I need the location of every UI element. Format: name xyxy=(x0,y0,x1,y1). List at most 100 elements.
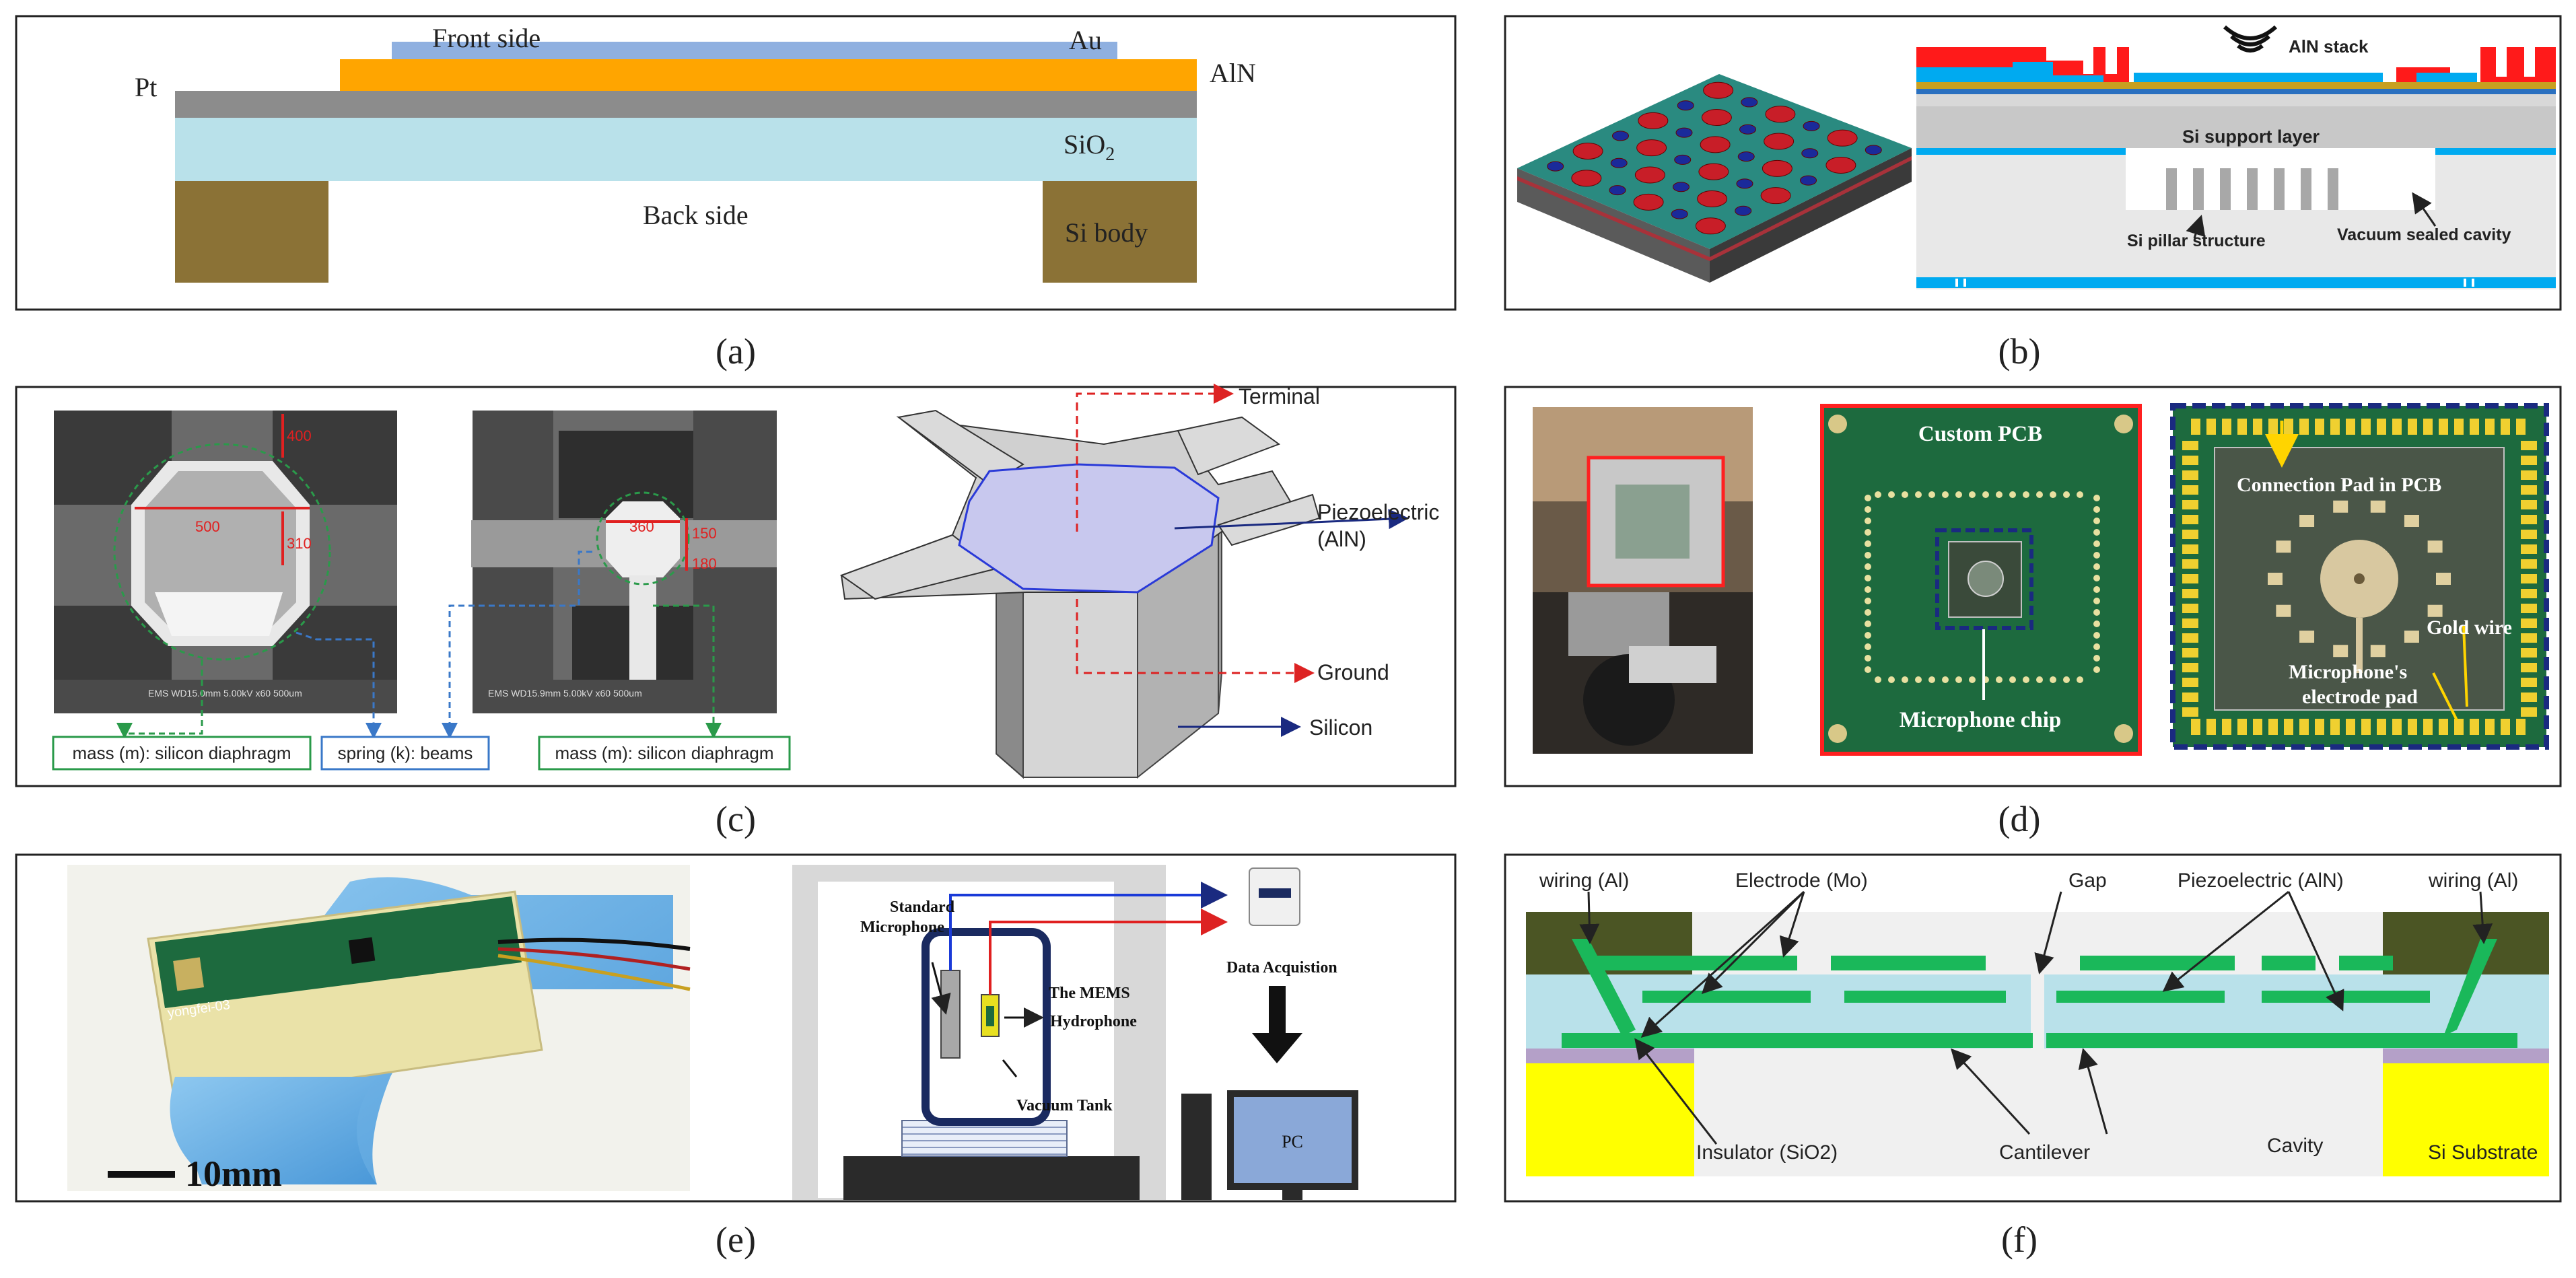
chip-pad-red xyxy=(1700,136,1731,153)
gold-pad-ring xyxy=(2182,419,2537,735)
scale-bar xyxy=(108,1171,175,1178)
chip-pad-blue xyxy=(1739,124,1757,135)
pcb-pad xyxy=(1888,491,1895,498)
gold-pad xyxy=(2191,719,2200,735)
gold-pad xyxy=(2521,618,2537,628)
gold-pad xyxy=(2521,693,2537,702)
gold-pad xyxy=(2222,419,2231,435)
pcb-pad xyxy=(1865,506,1871,513)
dim-400: 400 xyxy=(287,427,312,444)
model-leaders xyxy=(1076,384,1409,737)
chip-pad-blue xyxy=(1735,205,1752,216)
gold-pad xyxy=(2470,719,2479,735)
si-support-layer-label: Si support layer xyxy=(2182,127,2320,147)
si-substrate-right xyxy=(2383,1063,2549,1176)
chip-pad-red xyxy=(1827,129,1858,147)
pcb-pad xyxy=(1865,632,1871,639)
pcb-pad-ring xyxy=(1865,491,2100,683)
electrode-pad xyxy=(2276,604,2291,617)
chip-pad-red xyxy=(1638,112,1669,129)
pcb-pad xyxy=(2093,666,2100,673)
pcb-pad xyxy=(1942,676,1949,683)
gap-label: Gap xyxy=(2068,869,2107,892)
test-setup-diagram: Standard Microphone The MEMS Hydrophone … xyxy=(792,865,1358,1200)
gold-pad xyxy=(2268,719,2278,735)
si-substrate-label: Si Substrate xyxy=(2428,1141,2538,1164)
gold-pad xyxy=(2182,515,2198,524)
pcb-pad xyxy=(1865,552,1871,559)
chip-pad-red xyxy=(1571,170,1602,187)
chip-pad-blue xyxy=(1672,182,1690,192)
chip-element-array xyxy=(1547,81,1882,235)
chip-pad-blue xyxy=(1675,127,1693,138)
pcb-pad xyxy=(2093,518,2100,524)
spring-label-box xyxy=(320,736,490,771)
gold-wire-label: Gold wire xyxy=(2427,616,2512,639)
pcb-pad xyxy=(1955,676,1962,683)
gold-pad xyxy=(2521,544,2537,554)
gold-pad xyxy=(2182,604,2198,613)
gold-pad xyxy=(2377,419,2386,435)
chip-pad-red xyxy=(1695,217,1726,235)
gold-pad xyxy=(2253,419,2262,435)
gold-pad xyxy=(2361,719,2371,735)
chip-pad-red xyxy=(1760,187,1791,205)
gold-pad xyxy=(2501,419,2510,435)
gold-pad xyxy=(2182,500,2198,509)
gold-pad xyxy=(2516,419,2526,435)
panel-d: Custom PCB Microphone chip Connection Pa… xyxy=(1504,386,2562,787)
scale-label: 10mm xyxy=(185,1153,282,1194)
gold-pad xyxy=(2182,589,2198,598)
pcb-pad xyxy=(2009,491,2016,498)
caption-d: (d) xyxy=(1998,799,2041,839)
pcb-pad xyxy=(2093,620,2100,627)
gold-pad xyxy=(2346,719,2355,735)
chip-pad-red xyxy=(1633,193,1664,211)
pcb-pad xyxy=(2093,495,2100,501)
gold-pad xyxy=(2299,419,2309,435)
pcb-pad xyxy=(1902,491,1908,498)
gold-pad xyxy=(2521,456,2537,465)
chip-pad-blue xyxy=(1865,145,1882,155)
panel-f: wiring (Al) Electrode (Mo) Gap Piezoelec… xyxy=(1504,853,2562,1203)
panel-a: Front side Au AlN Pt SiO2 Back side Si b… xyxy=(15,15,1457,311)
gold-pad xyxy=(2454,419,2464,435)
pcb-pad xyxy=(1969,676,1976,683)
chip-pad-blue xyxy=(1803,120,1820,131)
si-substrate-left xyxy=(1526,1063,1694,1176)
gold-pad xyxy=(2454,719,2464,735)
electrode-pad xyxy=(2299,514,2315,527)
gold-pad xyxy=(2521,515,2537,524)
chip-pad-red xyxy=(1701,109,1732,127)
insulator-label: Insulator (SiO2) xyxy=(1696,1141,1838,1164)
mass-label-left-box xyxy=(52,736,312,771)
gold-pad xyxy=(2182,618,2198,628)
chip-pad-blue xyxy=(1677,100,1694,111)
electrode-pad xyxy=(2427,540,2443,553)
si-pillar-label: Si pillar structure xyxy=(2127,232,2266,250)
gold-pad xyxy=(2485,419,2495,435)
si-body-right xyxy=(1043,181,1197,283)
setup-photo xyxy=(1533,407,1753,754)
cantilever-label: Cantilever xyxy=(1999,1141,2090,1164)
chip-pad-blue xyxy=(1674,154,1692,165)
pcb-pad xyxy=(2093,529,2100,536)
gold-pad xyxy=(2521,530,2537,539)
gold-pad xyxy=(2521,559,2537,569)
gold-pad xyxy=(2521,663,2537,672)
chip-pad-red xyxy=(1634,166,1665,184)
pcb-pad xyxy=(1996,491,2003,498)
gold-pad xyxy=(2182,574,2198,583)
pcb-pad xyxy=(2093,540,2100,547)
pcb-pad xyxy=(2036,676,2043,683)
gold-pad xyxy=(2408,419,2417,435)
chip-pad-blue xyxy=(1611,131,1629,141)
gold-pad xyxy=(2191,419,2200,435)
vacuum-cavity-label: Vacuum sealed cavity xyxy=(2337,225,2511,244)
gold-pad xyxy=(2182,648,2198,658)
mass-label-right: mass (m): silicon diaphragm xyxy=(555,743,773,763)
pcb-pad xyxy=(2036,491,2043,498)
electrode-pad xyxy=(2276,540,2291,553)
sem-footer-right: EMS WD15.9mm 5.00kV x60 500um xyxy=(488,688,642,699)
